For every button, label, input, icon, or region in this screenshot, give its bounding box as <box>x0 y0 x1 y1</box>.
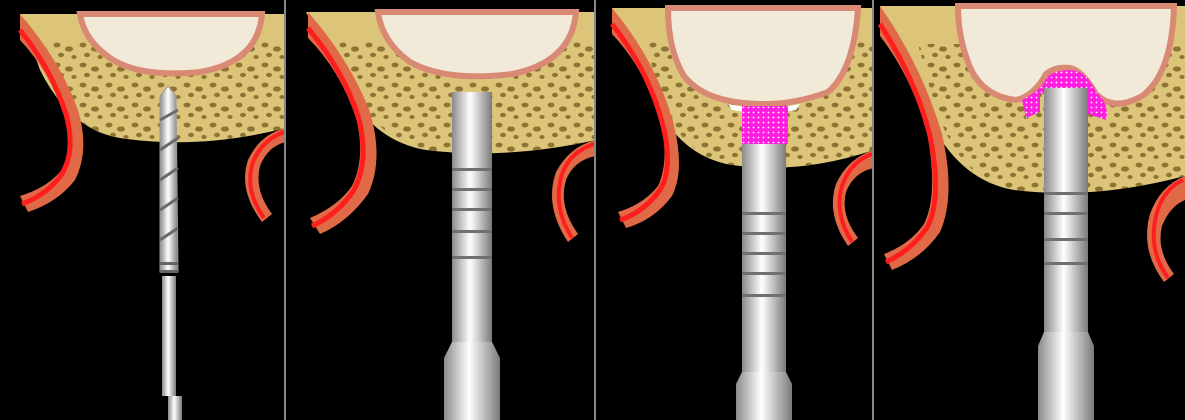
osteotome <box>444 92 500 420</box>
osteotome <box>736 142 792 420</box>
sinus-cavity <box>668 8 858 104</box>
graft-material <box>742 106 788 144</box>
panel-step-3 <box>596 0 874 420</box>
panel-step-4 <box>874 0 1185 420</box>
panel-step-1 <box>0 0 286 420</box>
osteotome <box>1038 88 1094 420</box>
panel-step-2 <box>286 0 596 420</box>
